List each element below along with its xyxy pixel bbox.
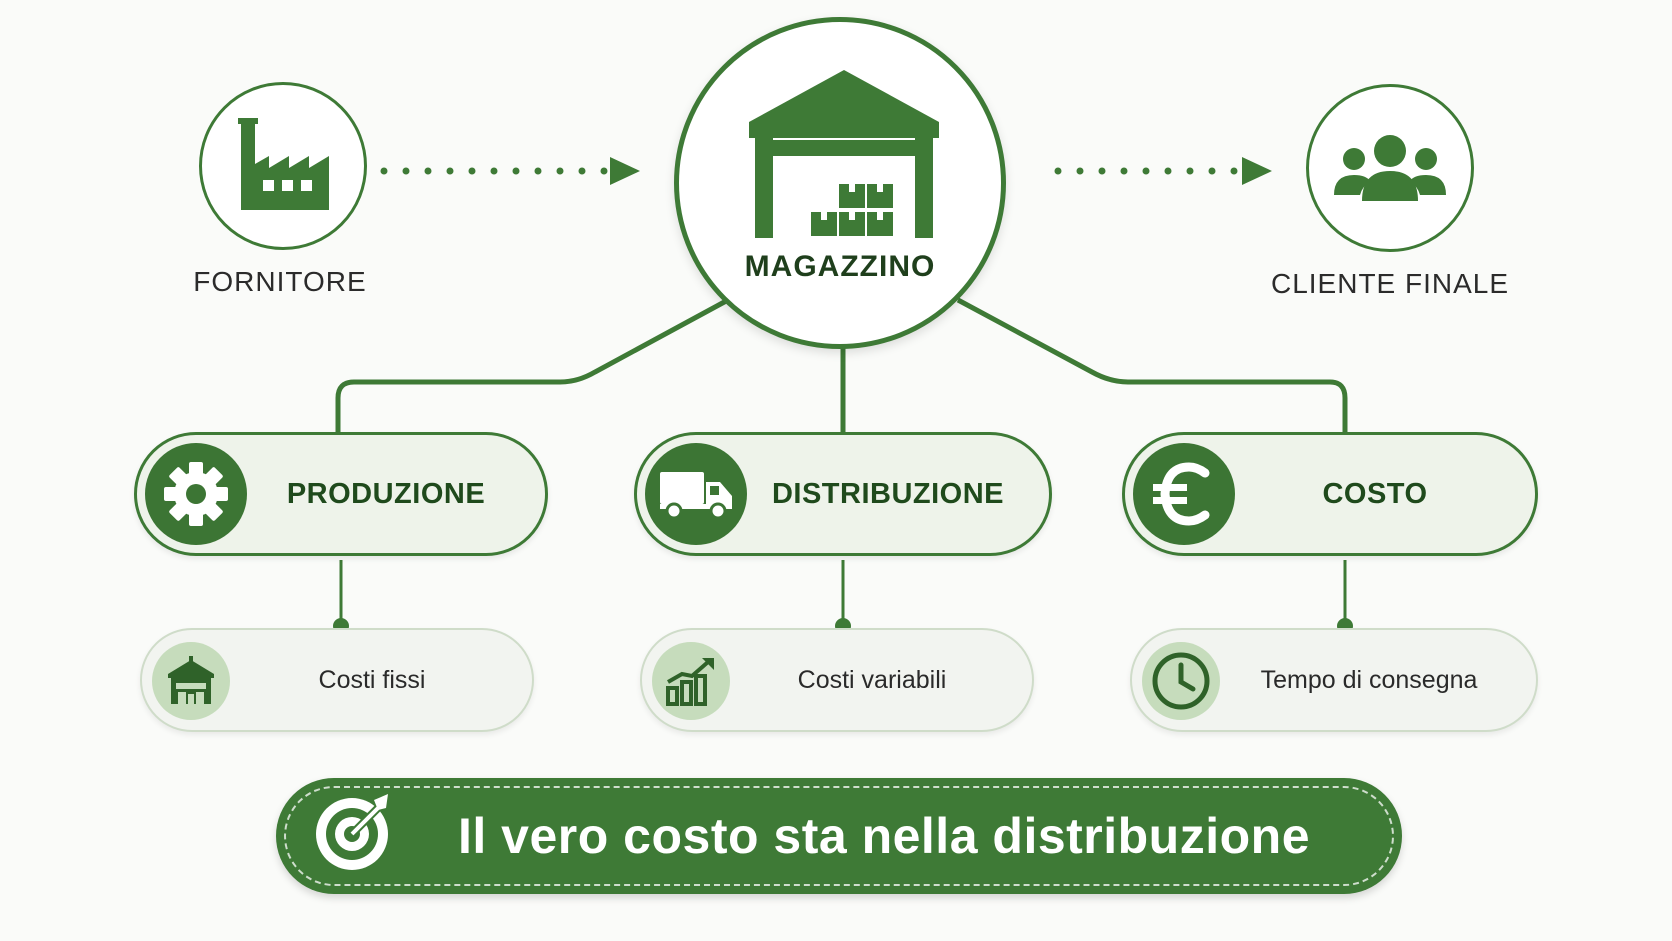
clock-icon-badge [1142, 642, 1220, 720]
detail-tempo-consegna: Tempo di consegna [1130, 628, 1538, 732]
branch-label: COSTO [1322, 477, 1428, 510]
truck-icon-badge [645, 443, 747, 545]
conclusion-banner: Il vero costo sta nella distribuzione [276, 778, 1402, 894]
clock-icon [1152, 652, 1210, 710]
branch-costo: COSTO [1122, 432, 1538, 556]
gear-icon-badge [145, 443, 247, 545]
gear-icon [164, 462, 228, 526]
warehouse-node: MAGAZZINO [674, 17, 1006, 349]
detail-label: Costi fissi [318, 665, 426, 694]
branch-produzione: PRODUZIONE [134, 432, 548, 556]
detail-costi-variabili: Costi variabili [640, 628, 1034, 732]
banner-dashed-border [284, 786, 1394, 886]
euro-icon [1153, 462, 1210, 526]
users-group-icon [1334, 135, 1446, 201]
arrowhead-right [1242, 157, 1272, 185]
supplier-label: FORNITORE [193, 266, 367, 297]
warehouse-label: MAGAZZINO [744, 250, 936, 283]
branch-label: DISTRIBUZIONE [771, 477, 1005, 510]
supplier-node [199, 82, 367, 250]
customer-label: CLIENTE FINALE [1270, 268, 1510, 299]
detail-label: Tempo di consegna [1260, 665, 1478, 694]
branch-label: PRODUZIONE [286, 477, 486, 510]
euro-icon-badge [1133, 443, 1235, 545]
target-icon [316, 794, 388, 870]
building-icon [168, 656, 214, 704]
banner-text: Il vero costo sta nella distribuzione [457, 808, 1311, 864]
branch-line-right [956, 297, 1348, 434]
detail-costi-fissi: Costi fissi [140, 628, 534, 732]
growth-chart-icon [666, 658, 714, 706]
arrowhead-left [610, 157, 640, 185]
building-icon-badge [152, 642, 230, 720]
truck-icon [660, 472, 732, 520]
branch-line-left [335, 297, 730, 434]
branch-distribuzione: DISTRIBUZIONE [634, 432, 1052, 556]
factory-icon [238, 118, 329, 210]
warehouse-icon [749, 70, 939, 238]
detail-label: Costi variabili [797, 665, 947, 694]
growth-chart-icon-badge [652, 642, 730, 720]
customer-node [1306, 84, 1474, 252]
